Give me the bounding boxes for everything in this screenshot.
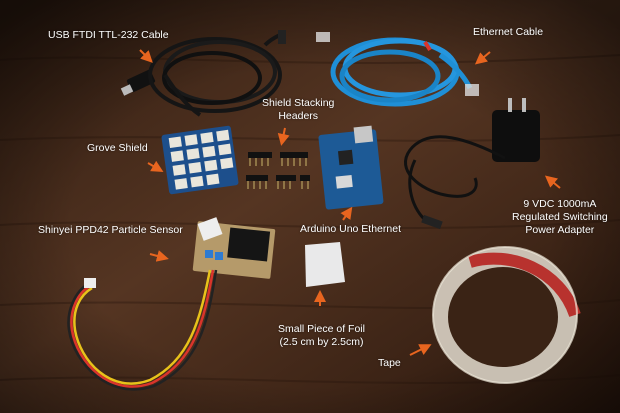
arrow-power-adapter xyxy=(544,175,561,189)
label-particle-sensor: Shinyei PPD42 Particle Sensor xyxy=(38,224,183,236)
label-arduino: Arduino Uno Ethernet xyxy=(300,223,401,235)
arrow-arduino xyxy=(340,206,353,221)
arrow-grove-shield xyxy=(147,160,164,173)
foil-piece xyxy=(305,242,345,287)
arrow-particle-sensor xyxy=(149,250,169,262)
arrow-ethernet-cable xyxy=(474,51,491,65)
grove-shield xyxy=(161,125,239,195)
label-foil: Small Piece of Foil (2.5 cm by 2.5cm) xyxy=(278,323,365,348)
label-power-adapter: 9 VDC 1000mA Regulated Switching Power A… xyxy=(512,198,608,236)
label-ethernet-cable: Ethernet Cable xyxy=(473,26,544,38)
label-stacking-headers: Shield Stacking Headers xyxy=(262,97,335,122)
arduino-board xyxy=(318,125,384,210)
sensor-wires xyxy=(67,269,218,391)
ethernet-cable xyxy=(316,32,479,107)
label-tape: Tape xyxy=(378,357,401,369)
power-adapter xyxy=(403,98,540,230)
arrow-usb-cable xyxy=(139,49,153,63)
annotation-arrows xyxy=(139,49,561,356)
particle-sensor xyxy=(192,217,276,279)
label-usb-cable: USB FTDI TTL-232 Cable xyxy=(48,29,169,41)
stacking-headers xyxy=(246,152,310,189)
arrow-stacking-headers xyxy=(277,127,290,146)
arrow-tape xyxy=(409,344,432,356)
usb-ftdi-cable xyxy=(120,30,286,117)
tape-roll xyxy=(432,246,581,384)
label-grove-shield: Grove Shield xyxy=(87,142,148,154)
